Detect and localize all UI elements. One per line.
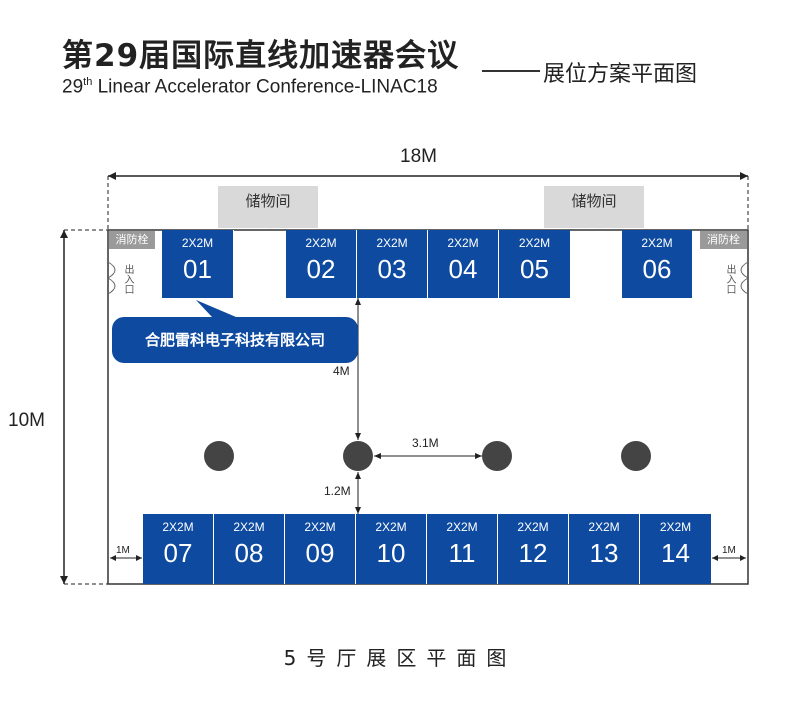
booth-number: 06 xyxy=(642,254,672,284)
side-gap-right-arrow-a xyxy=(712,555,718,561)
booth-03[interactable]: 2X2M 03 xyxy=(357,230,428,298)
booth-number: 03 xyxy=(377,254,407,284)
storage-room: 储物间 xyxy=(544,186,644,228)
booth-number: 12 xyxy=(518,538,548,568)
booth-13[interactable]: 2X2M 13 xyxy=(569,514,640,584)
side-gap-left-arrow-b xyxy=(136,555,142,561)
height-arrow-top xyxy=(60,230,68,238)
booth-size: 2X2M xyxy=(641,236,673,250)
page-title: 第29届国际直线加速器会议 xyxy=(62,38,460,74)
booth-number: 02 xyxy=(306,254,336,284)
booth-09[interactable]: 2X2M 09 xyxy=(285,514,356,584)
booth-14[interactable]: 2X2M 14 xyxy=(640,514,711,584)
side-gap-left-label: 1M xyxy=(116,545,130,556)
storage-room: 储物间 xyxy=(218,186,318,228)
booth-07[interactable]: 2X2M 07 xyxy=(143,514,214,584)
page-subtitle-en: 29th Linear Accelerator Conference-LINAC… xyxy=(62,76,438,98)
side-door-left-label: 出入口 xyxy=(122,264,133,294)
storage-label: 储物间 xyxy=(245,192,291,210)
booth-size: 2X2M xyxy=(446,520,478,534)
pillar-spacing-label: 3.1M xyxy=(412,436,439,450)
booth-number: 07 xyxy=(163,538,193,568)
booth-02[interactable]: 2X2M 02 xyxy=(286,230,357,298)
booth-size: 2X2M xyxy=(162,520,194,534)
booth-05[interactable]: 2X2M 05 xyxy=(499,230,570,298)
height-arrow-bottom xyxy=(60,576,68,584)
fire-hydrant: 消防栓 xyxy=(700,231,747,249)
hydrant-label: 消防栓 xyxy=(707,233,740,246)
fire-hydrant: 消防栓 xyxy=(109,231,155,249)
gap-arrow-bottom xyxy=(355,507,361,514)
booth-size: 2X2M xyxy=(233,520,265,534)
booth-number: 08 xyxy=(234,538,264,568)
title-dash xyxy=(482,70,540,72)
booth-size: 2X2M xyxy=(517,520,549,534)
aisle-arrow-bottom xyxy=(355,433,361,440)
exhibitor-callout: 合肥雷科电子科技有限公司 xyxy=(112,317,358,363)
side-gap-left-arrow-a xyxy=(110,555,116,561)
booth-number: 11 xyxy=(448,538,476,568)
booth-number: 09 xyxy=(305,538,335,568)
side-door-left-arc xyxy=(107,261,116,295)
hall-caption: 5号厅展区平面图 xyxy=(283,646,517,670)
booth-size: 2X2M xyxy=(659,520,692,534)
booth-size: 2X2M xyxy=(305,236,337,250)
exhibitor-name: 合肥雷科电子科技有限公司 xyxy=(144,331,325,349)
booth-size: 2X2M xyxy=(181,236,214,250)
booth-size: 2X2M xyxy=(588,520,620,534)
booth-size: 2X2M xyxy=(518,236,551,250)
booth-number: 04 xyxy=(448,254,478,284)
callout-pointer xyxy=(196,300,236,317)
title-en-text: Linear Accelerator Conference-LINAC18 xyxy=(92,76,438,98)
pillar xyxy=(621,441,651,471)
hydrant-label: 消防栓 xyxy=(115,233,149,246)
booth-number: 10 xyxy=(376,538,406,568)
booth-size: 2X2M xyxy=(447,236,479,250)
title-en-ordinal: th xyxy=(83,76,93,88)
booth-06[interactable]: 2X2M 06 xyxy=(622,230,692,298)
side-door-right-arc xyxy=(740,261,749,295)
spacing-arrow-right xyxy=(475,453,482,459)
side-gap-right-arrow-b xyxy=(740,555,746,561)
booth-08[interactable]: 2X2M 08 xyxy=(214,514,285,584)
width-arrow-right xyxy=(740,172,748,180)
title-en-number: 29 xyxy=(62,76,84,98)
booth-04[interactable]: 2X2M 04 xyxy=(428,230,499,298)
side-gap-right-label: 1M xyxy=(722,545,736,556)
pillar xyxy=(343,441,373,471)
width-arrow-left xyxy=(108,172,116,180)
pillar xyxy=(204,441,234,471)
booth-number: 05 xyxy=(520,254,549,284)
gap-label: 1.2M xyxy=(324,484,351,498)
height-label: 10M xyxy=(8,410,45,431)
aisle-arrow-top xyxy=(355,298,361,305)
booth-number: 13 xyxy=(589,538,619,568)
pillar xyxy=(482,441,512,471)
booth-11[interactable]: 2X2M 11 xyxy=(427,514,498,584)
booth-01[interactable]: 2X2M 01 xyxy=(162,230,234,298)
plan-subtitle: 展位方案平面图 xyxy=(543,62,698,87)
booth-number: 14 xyxy=(661,538,690,568)
storage-label: 储物间 xyxy=(571,192,617,210)
spacing-arrow-left xyxy=(374,453,381,459)
booth-size: 2X2M xyxy=(304,520,336,534)
booth-12[interactable]: 2X2M 12 xyxy=(498,514,569,584)
booth-size: 2X2M xyxy=(375,520,407,534)
aisle-label: 4M xyxy=(333,364,350,378)
booth-number: 01 xyxy=(183,254,212,284)
booth-10[interactable]: 2X2M 10 xyxy=(356,514,427,584)
width-label: 18M xyxy=(400,146,437,167)
booth-size: 2X2M xyxy=(376,236,408,250)
side-door-right-label: 出入口 xyxy=(724,264,735,294)
gap-arrow-top xyxy=(355,472,361,479)
